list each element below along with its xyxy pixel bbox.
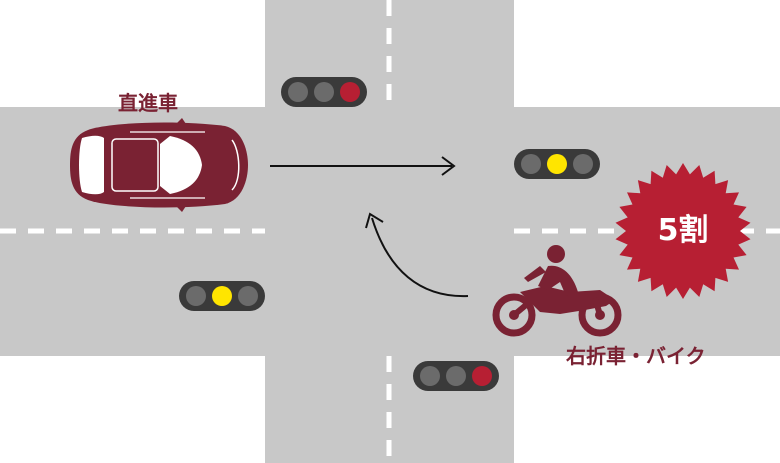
- signal-bottom-lamp-1: [420, 366, 440, 386]
- signal-top-lamp-2: [314, 82, 334, 102]
- signal-left: [179, 281, 265, 311]
- motorcycle-icon: [492, 245, 622, 337]
- signal-bottom-lamp-3: [472, 366, 492, 386]
- badge-text: 5割: [657, 213, 709, 248]
- straight-car-label: 直進車: [118, 91, 178, 115]
- percentage-badge: [615, 163, 751, 299]
- signal-left-lamp-2: [212, 286, 232, 306]
- car-icon: [70, 118, 248, 212]
- signal-right-lamp-2: [547, 154, 567, 174]
- signal-top-lamp-3: [340, 82, 360, 102]
- right-turn-bike-label: 右折車・バイク: [566, 344, 706, 368]
- signal-bottom: [413, 361, 499, 391]
- signal-left-lamp-3: [238, 286, 258, 306]
- signal-right-lamp-1: [521, 154, 541, 174]
- signal-right-lamp-3: [573, 154, 593, 174]
- straight-arrow: [270, 156, 456, 176]
- signal-left-lamp-1: [186, 286, 206, 306]
- signal-top-lamp-1: [288, 82, 308, 102]
- signal-bottom-lamp-2: [446, 366, 466, 386]
- signal-top: [281, 77, 367, 107]
- signal-right: [514, 149, 600, 179]
- right-turn-arrow: [365, 212, 469, 298]
